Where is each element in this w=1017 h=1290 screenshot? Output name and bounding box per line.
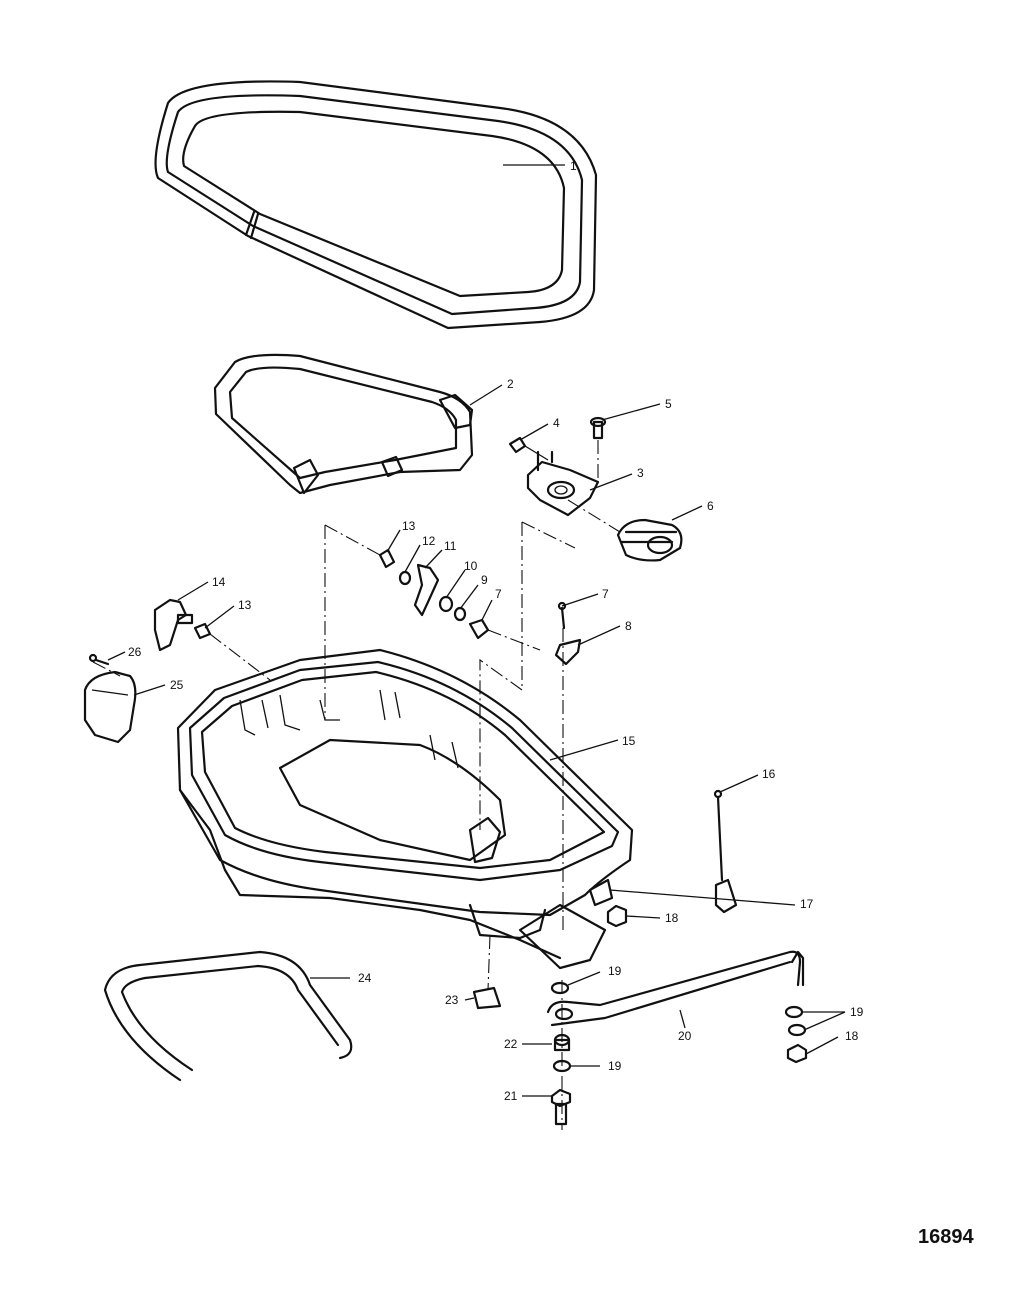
callout-19: 19 — [608, 964, 622, 978]
part-17-clip — [714, 878, 738, 914]
callout-13: 13 — [402, 519, 416, 533]
part-13-nut-upper — [378, 548, 396, 569]
part-20-link — [546, 950, 805, 1027]
callout-11: 11 — [444, 539, 457, 553]
steering-bracket-plate — [518, 903, 607, 970]
callout-26: 26 — [128, 645, 142, 659]
callout-14: 14 — [212, 575, 226, 589]
callout-18: 18 — [665, 911, 679, 925]
callout-7b: 7 — [602, 587, 609, 601]
callout-25: 25 — [170, 678, 184, 692]
part-26-screw — [88, 653, 110, 666]
part-16-rod — [713, 789, 724, 882]
callout-3: 3 — [637, 466, 644, 480]
callout-15: 15 — [622, 734, 636, 748]
part-7-screw — [468, 618, 490, 640]
figure-number: 16894 — [918, 1226, 974, 1248]
part-2-seal-frame — [213, 353, 474, 495]
callout-12: 12 — [422, 534, 436, 548]
part-24-handle — [103, 950, 353, 1082]
callout-1: 1 — [570, 159, 577, 173]
part-1-top-seal — [154, 80, 598, 330]
callout-2: 2 — [507, 377, 514, 391]
leader-lines — [107, 164, 846, 1097]
part-23-pad — [472, 934, 502, 1010]
part-6-grommet — [567, 499, 683, 562]
part-4-screw — [508, 436, 549, 461]
callout-4: 4 — [553, 416, 560, 430]
part-15-bottom-cowl — [176, 648, 634, 960]
callout-9: 9 — [481, 573, 488, 587]
callout-19c: 19 — [608, 1059, 622, 1073]
callout-18b: 18 — [845, 1029, 859, 1043]
callout-13b: 13 — [238, 598, 252, 612]
callout-10: 10 — [464, 559, 478, 573]
callout-7: 7 — [495, 587, 502, 601]
part-10-washer — [438, 595, 454, 613]
callout-5: 5 — [665, 397, 672, 411]
part-11-latch-plate — [413, 563, 440, 617]
part-9-washer — [453, 606, 467, 622]
part-14-handle — [153, 598, 194, 652]
callout-labels: 1 2 3 4 5 6 7 7 8 9 10 11 12 13 13 14 15… — [128, 159, 864, 1103]
callout-22: 22 — [504, 1037, 518, 1051]
callout-21: 21 — [504, 1089, 518, 1103]
callout-16: 16 — [762, 767, 776, 781]
callout-17: 17 — [800, 897, 814, 911]
right-hardware — [784, 1005, 808, 1064]
part-18-nut-upper — [606, 904, 628, 928]
callout-6: 6 — [707, 499, 714, 513]
phantom-lines — [92, 521, 576, 830]
part-12-washer — [398, 570, 412, 586]
callout-20: 20 — [678, 1029, 692, 1043]
lower-stack — [550, 980, 572, 1130]
callout-19b: 19 — [850, 1005, 864, 1019]
part-3-bracket — [526, 450, 600, 517]
callout-23: 23 — [445, 993, 459, 1007]
part-5-bolt — [589, 416, 607, 480]
callout-24: 24 — [358, 971, 372, 985]
callout-8: 8 — [625, 619, 632, 633]
part-25-cover — [83, 670, 137, 744]
